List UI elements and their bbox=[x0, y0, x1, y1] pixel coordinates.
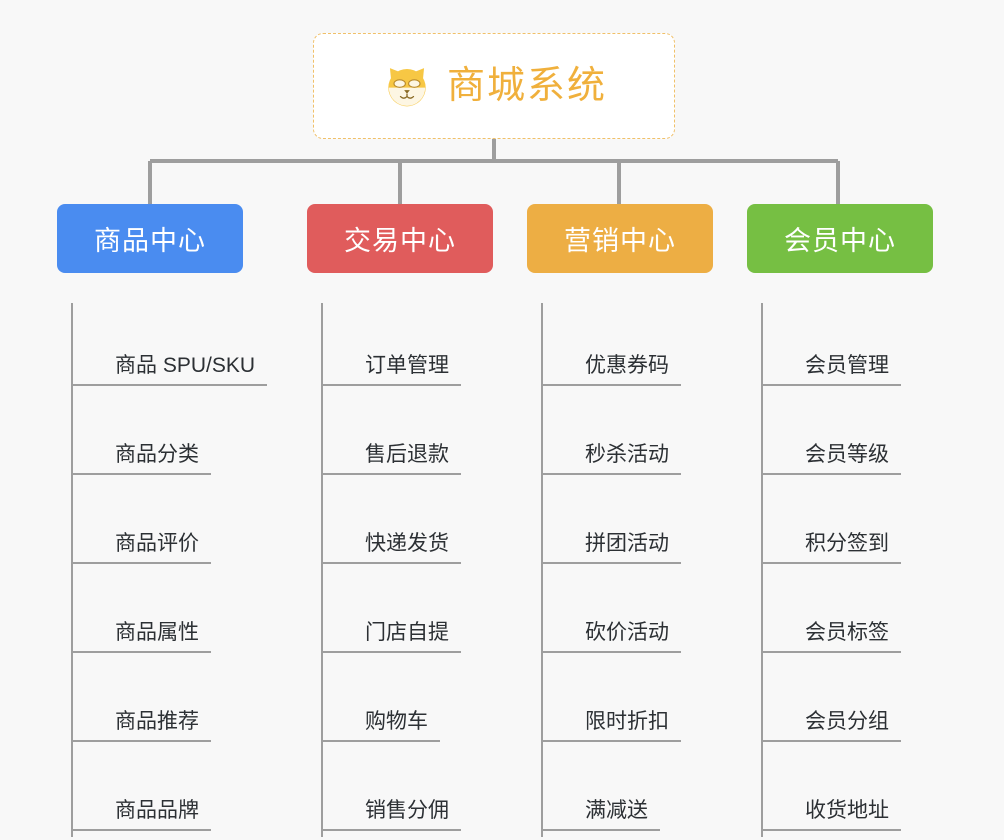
leaf-label: 订单管理 bbox=[321, 354, 461, 386]
leaf-item[interactable]: 秒杀活动 bbox=[541, 392, 713, 481]
branch-header-label-1: 交易中心 bbox=[344, 226, 456, 256]
root-title: 商城系统 bbox=[446, 65, 607, 107]
leaf-item[interactable]: 购物车 bbox=[321, 659, 493, 748]
branch-header-1[interactable]: 交易中心 bbox=[307, 204, 493, 273]
leaf-item[interactable]: 拼团活动 bbox=[541, 481, 713, 570]
leaf-label: 会员分组 bbox=[761, 710, 901, 742]
root-node[interactable]: 商城系统 bbox=[313, 33, 675, 139]
leaf-item[interactable]: 商品 SPU/SKU bbox=[71, 303, 268, 392]
branch-items-1: 订单管理 售后退款 快递发货 门店自提 购物车 销售分佣 bbox=[307, 303, 493, 837]
leaf-item[interactable]: 商品分类 bbox=[71, 392, 243, 481]
leaf-label: 售后退款 bbox=[321, 443, 461, 475]
leaf-item[interactable]: 售后退款 bbox=[321, 392, 493, 481]
leaf-item[interactable]: 门店自提 bbox=[321, 570, 493, 659]
branch-header-0[interactable]: 商品中心 bbox=[57, 204, 243, 273]
leaf-label: 商品分类 bbox=[71, 443, 211, 475]
leaf-label: 限时折扣 bbox=[541, 710, 681, 742]
branch-column-3: 会员中心 会员管理 会员等级 积分签到 会员标签 会员分组 收货地址 bbox=[747, 204, 933, 837]
leaf-item[interactable]: 订单管理 bbox=[321, 303, 493, 392]
leaf-label: 商品推荐 bbox=[71, 710, 211, 742]
leaf-label: 秒杀活动 bbox=[541, 443, 681, 475]
leaf-label: 会员标签 bbox=[761, 621, 901, 653]
leaf-label: 收货地址 bbox=[761, 799, 901, 831]
leaf-item[interactable]: 商品推荐 bbox=[71, 659, 243, 748]
leaf-label: 会员等级 bbox=[761, 443, 901, 475]
leaf-item[interactable]: 会员等级 bbox=[761, 392, 933, 481]
branch-column-2: 营销中心 优惠券码 秒杀活动 拼团活动 砍价活动 限时折扣 满减送 bbox=[527, 204, 713, 837]
leaf-label: 会员管理 bbox=[761, 354, 901, 386]
branch-header-label-0: 商品中心 bbox=[94, 226, 206, 256]
leaf-item[interactable]: 会员标签 bbox=[761, 570, 933, 659]
branch-column-1: 交易中心 订单管理 售后退款 快递发货 门店自提 购物车 销售分佣 bbox=[307, 204, 493, 837]
leaf-item[interactable]: 优惠券码 bbox=[541, 303, 713, 392]
leaf-item[interactable]: 满减送 bbox=[541, 748, 713, 837]
leaf-label: 销售分佣 bbox=[321, 799, 461, 831]
leaf-item[interactable]: 限时折扣 bbox=[541, 659, 713, 748]
leaf-label: 商品品牌 bbox=[71, 799, 211, 831]
leaf-label: 商品 SPU/SKU bbox=[71, 354, 268, 386]
leaf-item[interactable]: 快递发货 bbox=[321, 481, 493, 570]
leaf-item[interactable]: 会员管理 bbox=[761, 303, 933, 392]
leaf-label: 商品评价 bbox=[71, 532, 211, 564]
branch-header-label-2: 营销中心 bbox=[564, 226, 676, 256]
branch-column-0: 商品中心 商品 SPU/SKU 商品分类 商品评价 商品属性 商品推荐 商品品牌 bbox=[57, 204, 268, 837]
leaf-label: 购物车 bbox=[321, 710, 440, 742]
branch-items-2: 优惠券码 秒杀活动 拼团活动 砍价活动 限时折扣 满减送 bbox=[527, 303, 713, 837]
leaf-label: 门店自提 bbox=[321, 621, 461, 653]
shiba-dog-face-icon bbox=[388, 68, 426, 107]
leaf-item[interactable]: 砍价活动 bbox=[541, 570, 713, 659]
leaf-item[interactable]: 销售分佣 bbox=[321, 748, 493, 837]
leaf-label: 优惠券码 bbox=[541, 354, 681, 386]
branch-header-2[interactable]: 营销中心 bbox=[527, 204, 713, 273]
leaf-label: 快递发货 bbox=[321, 532, 461, 564]
leaf-item[interactable]: 会员分组 bbox=[761, 659, 933, 748]
leaf-label: 积分签到 bbox=[761, 532, 901, 564]
leaf-label: 拼团活动 bbox=[541, 532, 681, 564]
leaf-item[interactable]: 收货地址 bbox=[761, 748, 933, 837]
branch-items-0: 商品 SPU/SKU 商品分类 商品评价 商品属性 商品推荐 商品品牌 bbox=[57, 303, 268, 837]
branch-header-3[interactable]: 会员中心 bbox=[747, 204, 933, 273]
leaf-label: 砍价活动 bbox=[541, 621, 681, 653]
leaf-label: 满减送 bbox=[541, 799, 660, 831]
leaf-item[interactable]: 商品属性 bbox=[71, 570, 243, 659]
leaf-item[interactable]: 积分签到 bbox=[761, 481, 933, 570]
branch-header-label-3: 会员中心 bbox=[784, 226, 896, 256]
leaf-item[interactable]: 商品品牌 bbox=[71, 748, 243, 837]
branch-items-3: 会员管理 会员等级 积分签到 会员标签 会员分组 收货地址 bbox=[747, 303, 933, 837]
leaf-item[interactable]: 商品评价 bbox=[71, 481, 243, 570]
leaf-label: 商品属性 bbox=[71, 621, 211, 653]
